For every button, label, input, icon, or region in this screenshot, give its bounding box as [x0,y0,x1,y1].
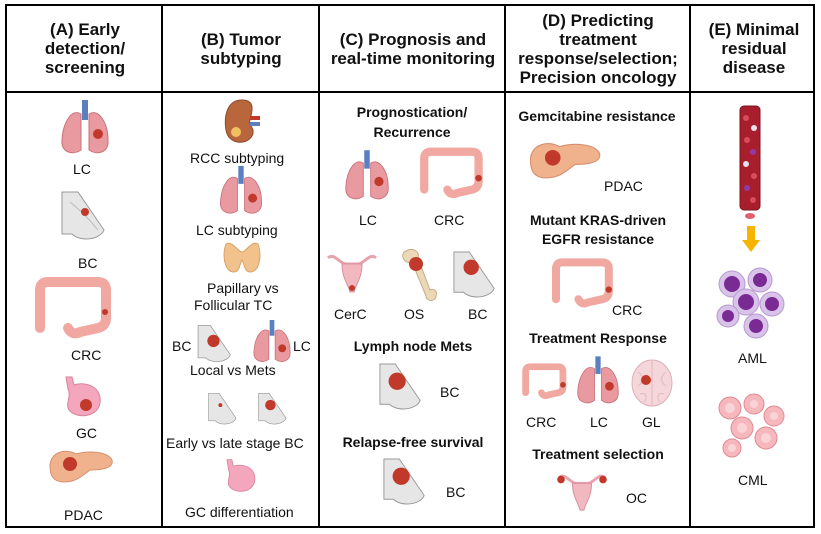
thyroid-icon [223,242,261,273]
label-cerc: CerC [334,306,367,322]
breast-icon [453,251,495,298]
divider [504,4,506,528]
lungs-icon [345,150,389,200]
lungs-icon [253,320,291,362]
label-gl: GL [642,414,661,430]
header-prognosis: (C) Prognosis and real-time monitoring [330,29,496,68]
heading-relapse-free: Relapse-free survival [342,434,484,450]
heading-recurrence: Recurrence [373,124,451,140]
arrow-down-icon [742,226,760,252]
uterus-icon [557,474,607,511]
label-lc: LC [359,212,377,228]
label-papillary: Papillary vs [207,280,279,296]
label-local-vs-mets: Local vs Mets [190,362,276,378]
drop-icon [745,213,755,219]
colon-icon [420,147,483,199]
brain-icon [631,359,673,407]
uterus-icon [326,254,378,293]
pancreas-icon [49,450,113,483]
label-oc: OC [626,490,647,506]
header-mrd: (E) Minimal residual disease [708,20,800,77]
breast-icon [383,458,425,505]
label-crc: CRC [612,302,643,318]
label-crc: CRC [526,414,557,430]
label-bc: BC [440,384,460,400]
label-aml: AML [738,350,767,366]
label-follicular: Follicular TC [194,297,273,313]
breast-icon [197,325,231,362]
label-lc: LC [293,338,311,354]
divider [318,4,320,528]
label-lc: LC [590,414,608,430]
colon-icon [552,258,613,308]
heading-mutant-kras: Mutant KRAS-driven [529,212,667,228]
colon-icon [522,363,567,400]
divider [161,4,163,528]
stomach-icon [226,459,256,492]
colon-icon [35,277,111,339]
label-lc-subtyping: LC subtyping [196,222,278,238]
heading-treatment-selection: Treatment selection [532,446,664,462]
heading-prognostication: Prognostication/ [356,104,468,120]
pancreas-icon [529,143,601,179]
blood-vessel-icon [739,105,761,211]
breast-icon [379,363,421,410]
label-lc: LC [73,161,91,177]
label-pdac: PDAC [604,178,643,194]
label-bc: BC [468,306,488,322]
header-tumor-subtyping: (B) Tumor subtyping [200,29,282,68]
cml-cells-icon [718,393,785,458]
lungs-icon [61,100,109,154]
label-bc: BC [446,484,466,500]
bone-icon [402,249,437,301]
label-rcc-subtyping: RCC subtyping [190,150,285,166]
heading-lymph-node: Lymph node Mets [353,338,473,354]
breast-icon [258,392,287,425]
lungs-icon [220,166,262,214]
label-bc: BC [172,338,192,354]
label-crc: CRC [71,347,102,363]
stomach-icon [65,376,101,417]
label-gc-differentiation: GC differentiation [185,504,294,520]
header-early-detection: (A) Early detection/ screening [44,20,126,77]
label-cml: CML [738,472,768,488]
kidney-icon [224,99,260,143]
breast-icon [208,392,237,425]
label-gc: GC [76,425,97,441]
label-bc: BC [78,255,98,271]
header-treatment-response: (D) Predicting treatment response/select… [518,10,678,87]
label-os: OS [404,306,425,322]
heading-gemcitabine: Gemcitabine resistance [518,108,676,124]
divider [689,4,691,528]
label-early-vs-late: Early vs late stage BC [166,435,304,451]
header-divider [5,91,815,93]
heading-egfr: EGFR resistance [541,231,655,247]
label-pdac: PDAC [64,507,103,523]
lungs-icon [577,356,619,404]
breast-icon [61,191,105,240]
heading-treatment-response: Treatment Response [529,330,667,346]
aml-cells-icon [716,267,785,339]
label-crc: CRC [434,212,465,228]
